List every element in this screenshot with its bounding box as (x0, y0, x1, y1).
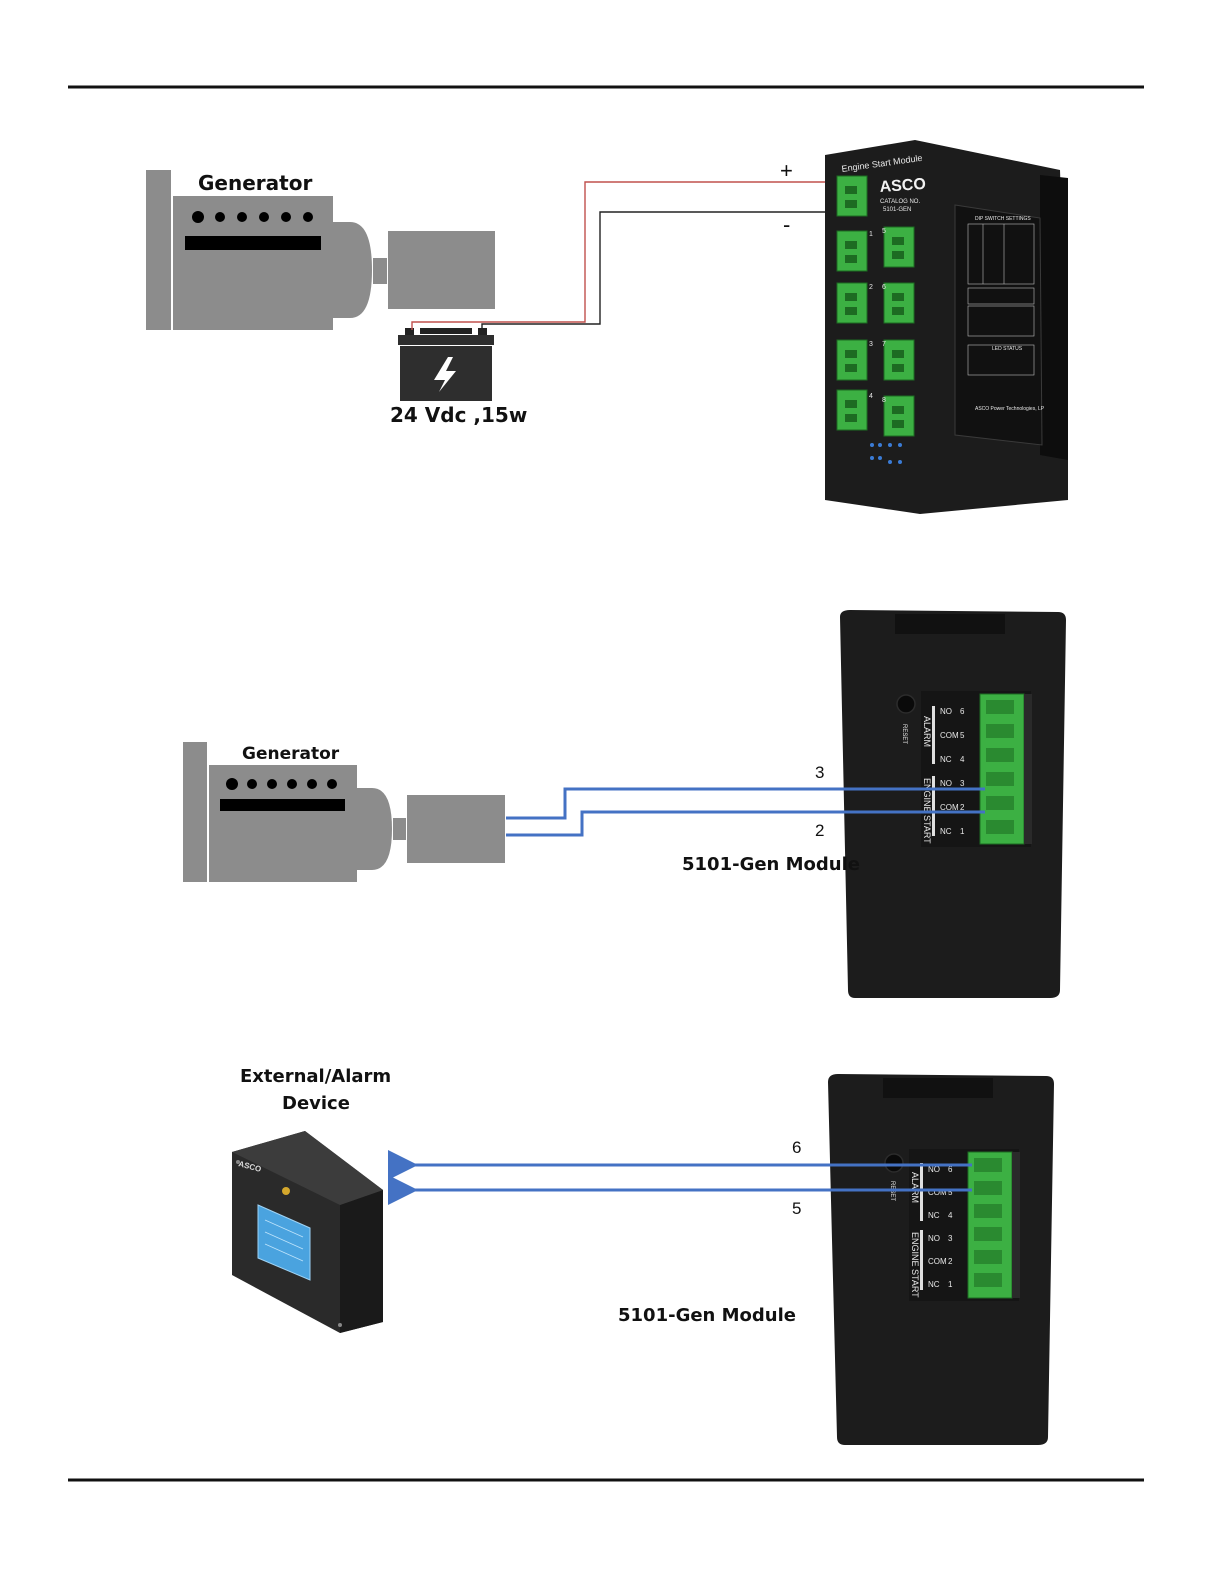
row-name-5: COM (940, 731, 959, 740)
row-num-4: 4 (948, 1211, 953, 1220)
row-name-3: NO (928, 1234, 940, 1243)
terminal-row-labels: NO 6 COM 5 NC 4 NO 3 COM 2 NC 1 (940, 707, 965, 836)
plus-sign: + (780, 158, 793, 183)
generator-icon (183, 742, 505, 882)
reset-label: RESET (901, 724, 907, 744)
positive-wire (411, 181, 838, 330)
wire-terminal-2 (506, 810, 985, 837)
catalog-number: 5101-GEN (883, 207, 911, 213)
terminal-number-2: 2 (869, 284, 873, 291)
row-num-1: 1 (960, 827, 965, 836)
module-label: 5101-Gen Module (682, 854, 860, 875)
row-name-6: NO (928, 1165, 940, 1174)
row-name-3: NO (940, 779, 952, 788)
engine-start-module: Engine Start Module ASCO CATALOG NO. 510… (825, 140, 1068, 514)
dip-switch-title: DIP SWITCH SETTINGS (975, 216, 1031, 222)
terminal-number-4: 4 (869, 393, 873, 400)
row-num-5: 5 (960, 731, 965, 740)
device-label-line1: External/Alarm (240, 1066, 391, 1087)
terminal-number-3: 3 (869, 341, 873, 348)
module-label: 5101-Gen Module (618, 1305, 796, 1326)
terminal-number-6: 6 (882, 284, 886, 291)
wire-terminal-3 (506, 787, 985, 820)
wire-bottom-label: 5 (792, 1199, 801, 1218)
terminal-number-7: 7 (882, 341, 886, 348)
battery-label: 24 Vdc ,15w (390, 403, 527, 427)
diagram-3: External/Alarm Device ASCO (232, 1066, 1054, 1445)
alarm-label: ALARM (910, 1172, 920, 1203)
device-label-line2: Device (282, 1093, 350, 1114)
negative-wire (481, 211, 838, 330)
led-indicators (870, 443, 902, 464)
row-num-6: 6 (960, 707, 965, 716)
diagram-2: Generator RESET ALARM ENGINE START NO 6 … (183, 610, 1066, 998)
generator-label: Generator (198, 171, 312, 195)
alarm-label: ALARM (922, 716, 932, 747)
terminal-number-5: 5 (882, 228, 886, 235)
generator-label: Generator (242, 744, 340, 764)
module-rear-view (828, 1074, 1054, 1445)
row-name-6: NO (940, 707, 952, 716)
row-name-4: NC (940, 755, 952, 764)
row-num-5: 5 (948, 1188, 953, 1197)
terminal-row-labels: NO 6 COM 5 NC 4 NO 3 COM 2 NC 1 (928, 1165, 953, 1289)
module-footer: ASCO Power Technologies, LP (975, 406, 1045, 412)
wire-bottom-label: 2 (815, 821, 824, 840)
row-num-1: 1 (948, 1280, 953, 1289)
battery-icon (398, 328, 494, 401)
terminal-block-right (883, 226, 915, 437)
dip-switch-table (967, 223, 1035, 376)
row-num-4: 4 (960, 755, 965, 764)
module-rear-view (840, 610, 1066, 998)
wire-top-label: 3 (815, 763, 824, 782)
terminal-number-1: 1 (869, 231, 873, 238)
row-name-5: COM (928, 1188, 947, 1197)
diagram-1: Generator 24 Vdc ,15w + - (146, 140, 1068, 514)
terminal-block-left (836, 175, 868, 431)
row-name-4: NC (928, 1211, 940, 1220)
module-brand: ASCO (879, 176, 926, 196)
row-name-2: COM (940, 803, 959, 812)
minus-sign: - (783, 212, 790, 237)
led-status-title: LED STATUS (992, 346, 1023, 352)
generator-icon (146, 170, 495, 330)
row-num-2: 2 (960, 803, 965, 812)
row-num-3: 3 (948, 1234, 953, 1243)
row-name-1: NC (928, 1280, 940, 1289)
row-num-2: 2 (948, 1257, 953, 1266)
wire-top-label: 6 (792, 1138, 801, 1157)
row-num-6: 6 (948, 1165, 953, 1174)
row-name-2: COM (928, 1257, 947, 1266)
alarm-device-icon (232, 1131, 383, 1333)
catalog-label: CATALOG NO. (880, 199, 920, 205)
terminal-number-8: 8 (882, 397, 886, 404)
engine-start-label: ENGINE START (910, 1232, 920, 1298)
row-name-1: NC (940, 827, 952, 836)
row-num-3: 3 (960, 779, 965, 788)
